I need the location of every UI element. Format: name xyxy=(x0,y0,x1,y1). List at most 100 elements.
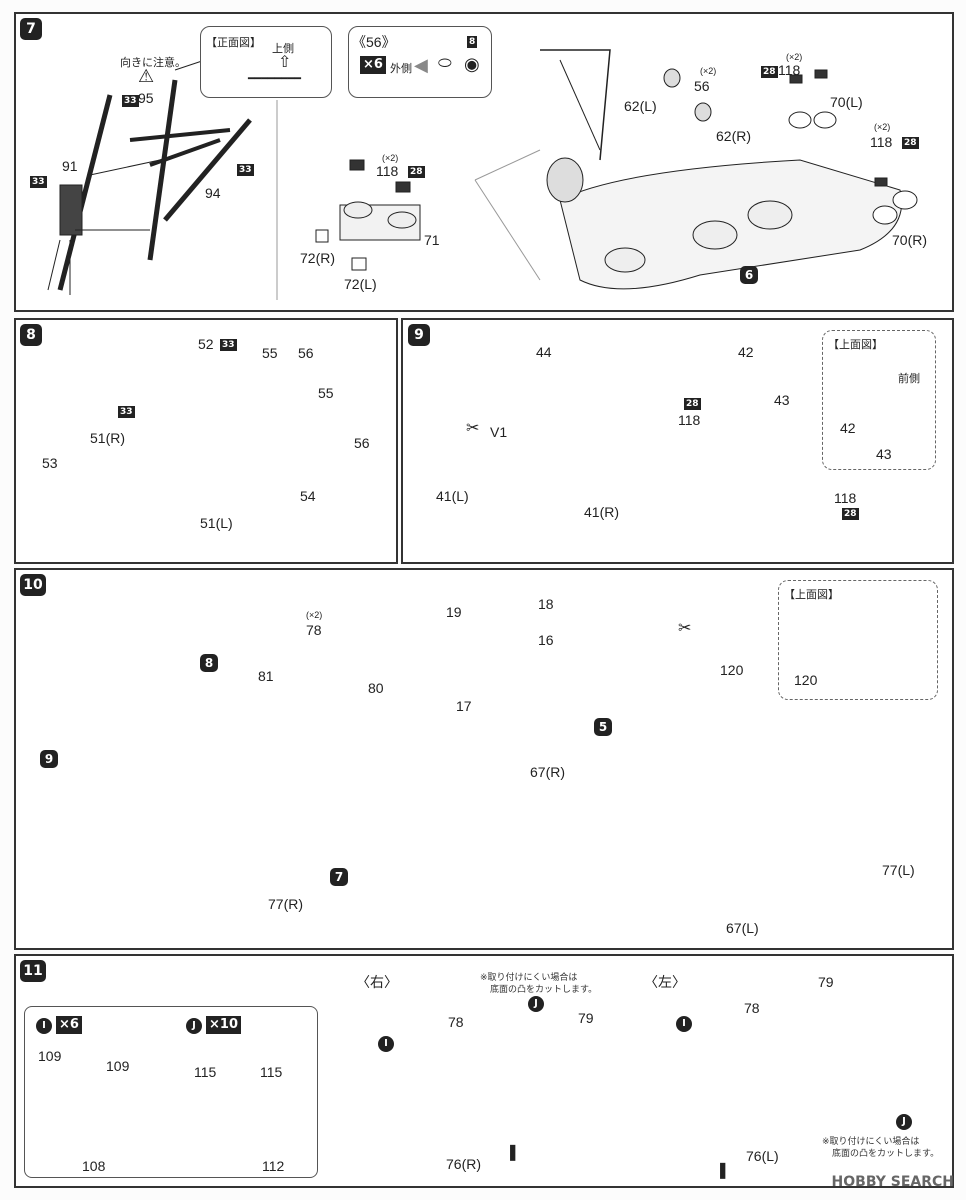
label-62r: 62(R) xyxy=(716,128,752,144)
label-94: 94 xyxy=(205,185,221,201)
label-118-b: 118 xyxy=(778,62,801,78)
front-side-label: 前側 xyxy=(898,373,920,385)
label-72l: 72(L) xyxy=(344,276,377,292)
label-115-b: 115 xyxy=(260,1064,283,1080)
label-41l: 41(L) xyxy=(436,488,469,504)
label-43-a: 43 xyxy=(774,392,790,408)
badge-33-e: 33 xyxy=(118,406,135,418)
label-77l: 77(L) xyxy=(882,862,915,878)
badge-33-a: 33 xyxy=(122,95,139,107)
badge-33-d: 33 xyxy=(220,339,237,351)
label-81: 81 xyxy=(258,668,274,684)
label-77r: 77(R) xyxy=(268,896,304,912)
caution-note: 向きに注意。 xyxy=(120,57,186,69)
label-109-a: 109 xyxy=(38,1048,62,1064)
label-76l: 76(L) xyxy=(746,1148,779,1164)
label-78-l: 78 xyxy=(744,1000,760,1016)
label-118-d: 118 xyxy=(678,412,701,428)
subassembly-5-marker: 5 xyxy=(594,718,612,736)
cut-tool-icon: ✂ xyxy=(466,420,480,437)
label-71: 71 xyxy=(424,232,440,248)
step-8-panel xyxy=(14,318,398,564)
step-11-number: 11 xyxy=(20,960,46,982)
front-up-label: 上側 xyxy=(272,43,294,55)
label-78: 78 xyxy=(306,622,322,638)
label-v1: V1 xyxy=(490,424,508,440)
label-80: 80 xyxy=(368,680,384,696)
badge-33-b: 33 xyxy=(30,176,47,188)
marker-j-left: J xyxy=(896,1114,912,1130)
marker-i-count: ×6 xyxy=(56,1016,82,1034)
badge-28-b: 28 xyxy=(761,66,778,78)
label-120-a: 120 xyxy=(720,662,744,678)
top-view-10-title: 【上面図】 xyxy=(784,589,839,601)
label-51l: 51(L) xyxy=(200,515,233,531)
label-115-a: 115 xyxy=(194,1064,217,1080)
up-arrow-icon: ⇧ xyxy=(278,54,292,71)
part-56-count: ×6 xyxy=(360,56,386,74)
label-53: 53 xyxy=(42,455,58,471)
label-17: 17 xyxy=(456,698,472,714)
left-note-line2: 底面の凸をカットします。 xyxy=(832,1149,940,1159)
label-19: 19 xyxy=(446,604,462,620)
label-42-b: 42 xyxy=(840,420,856,436)
step-10-panel xyxy=(14,568,954,950)
step-10-number: 10 xyxy=(20,574,46,596)
marker-j: J xyxy=(186,1018,202,1034)
right-side-title: 〈右〉 xyxy=(356,974,398,990)
top-view-10-box xyxy=(778,580,938,700)
step-9-panel xyxy=(401,318,954,564)
badge-28-c: 28 xyxy=(902,137,919,149)
label-x2-c: (×2) xyxy=(786,52,803,62)
label-112: 112 xyxy=(262,1158,285,1174)
label-79-r: 79 xyxy=(578,1010,594,1026)
label-67r: 67(R) xyxy=(530,764,566,780)
label-62l: 62(L) xyxy=(624,98,657,114)
label-x2-d: (×2) xyxy=(874,122,891,132)
subassembly-6-marker: 6 xyxy=(740,266,758,284)
part-56-title: 《56》 xyxy=(352,34,396,50)
label-79-l: 79 xyxy=(818,974,834,990)
cut-mark-icon-right: ❚ xyxy=(506,1144,520,1161)
step-9-number: 9 xyxy=(408,324,430,346)
label-118-c: 118 xyxy=(870,134,893,150)
label-108: 108 xyxy=(82,1158,106,1174)
label-54: 54 xyxy=(300,488,316,504)
badge-28-e: 28 xyxy=(842,508,859,520)
front-view-bar: ━━━━━━━━ xyxy=(248,73,301,85)
part-56-outer-label: 外側 xyxy=(390,63,412,75)
part-56-round-icon: ◉ xyxy=(464,54,480,74)
label-44: 44 xyxy=(536,344,552,360)
right-note-line1: ※取り付けにくい場合は xyxy=(480,973,578,983)
marker-i: I xyxy=(36,1018,52,1034)
cut-tool-icon-10: ✂ xyxy=(678,620,692,637)
label-43-b: 43 xyxy=(876,446,892,462)
badge-28-a: 28 xyxy=(408,166,425,178)
subassembly-7-marker: 7 xyxy=(330,868,348,886)
marker-i-right: I xyxy=(378,1036,394,1052)
label-120-b: 120 xyxy=(794,672,818,688)
label-55-b: 55 xyxy=(318,385,334,401)
label-x2-a: (×2) xyxy=(382,153,399,163)
label-52: 52 xyxy=(198,336,214,352)
label-56-a: 56 xyxy=(298,345,314,361)
label-70r: 70(R) xyxy=(892,232,928,248)
label-51r: 51(R) xyxy=(90,430,126,446)
top-view-9-box xyxy=(822,330,936,470)
label-67l: 67(L) xyxy=(726,920,759,936)
label-118-e: 118 xyxy=(834,490,857,506)
marker-j-count: ×10 xyxy=(206,1016,241,1034)
step-7-number: 7 xyxy=(20,18,42,40)
front-view-callout xyxy=(200,26,332,98)
label-18: 18 xyxy=(538,596,554,612)
label-70l: 70(L) xyxy=(830,94,863,110)
front-view-title: 【正面図】 xyxy=(206,37,261,49)
label-78-r: 78 xyxy=(448,1014,464,1030)
subassembly-8-marker: 8 xyxy=(200,654,218,672)
sub-parts-box xyxy=(24,1006,318,1178)
top-view-9-title: 【上面図】 xyxy=(828,339,883,351)
label-56-hull: 56 xyxy=(694,78,710,94)
label-76r: 76(R) xyxy=(446,1156,482,1172)
left-side-title: 〈左〉 xyxy=(644,974,686,990)
left-note-line1: ※取り付けにくい場合は xyxy=(822,1137,920,1147)
